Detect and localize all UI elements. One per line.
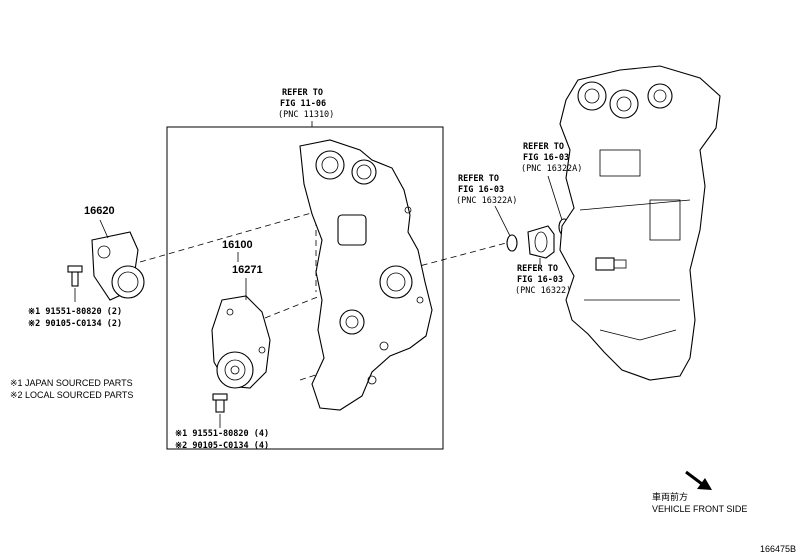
ref-timing-cover-line3: (PNC 11310) [278,110,335,120]
ref-timing-cover-line1: REFER TO [282,88,323,98]
engine-block-drawing [559,65,721,381]
dash-line-inlet [411,241,511,269]
ref-right-16322a-line3: (PNC 16322A) [521,164,583,174]
part-number-tensioner[interactable]: 16620 [84,205,115,217]
bolt-tensioner-1[interactable]: ※1 91551-80820 (2) [28,307,123,317]
leader-right-ref [547,175,563,221]
ref-timing-cover-line2: FIG 11-06 [280,99,327,109]
timing-chain-cover-drawing [299,139,433,411]
bolt-tensioner-2[interactable]: ※2 90105-C0134 (2) [28,319,123,329]
part-number-water-pump-assy[interactable]: 16100 [222,239,253,251]
part-number-water-pump[interactable]: 16271 [232,264,263,276]
direction-jp: 車両前方 [652,492,689,502]
figure-id: 166475B [760,544,797,554]
ref-16322-line3: (PNC 16322) [515,286,572,296]
ref-left-16322a-line2: FIG 16-03 [458,185,505,195]
ref-16322-line2: FIG 16-03 [517,275,564,285]
legend-japan-sourced: ※1 JAPAN SOURCED PARTS [10,378,133,388]
ref-right-16322a-line2: FIG 16-03 [523,153,570,163]
ref-left-16322a-line1: REFER TO [458,174,499,184]
belt-tensioner-drawing [67,231,145,301]
legend-local-sourced: ※2 LOCAL SOURCED PARTS [10,390,134,400]
water-inlet-drawing [506,218,570,259]
leader-16620 [99,219,109,239]
dash-line-tensioner [139,209,323,263]
ref-left-16322a-line3: (PNC 16322A) [456,196,518,206]
group-frame [166,126,444,450]
ref-right-16322a-line1: REFER TO [523,142,564,152]
leader-left-ref [494,205,511,237]
ref-16322-line1: REFER TO [517,264,558,274]
bolt-pump-2[interactable]: ※2 90105-C0134 (4) [175,441,270,451]
water-pump-drawing [211,295,271,413]
direction-en: VEHICLE FRONT SIDE [652,504,748,514]
bolt-pump-1[interactable]: ※1 91551-80820 (4) [175,429,270,439]
vehicle-front-arrow-icon [685,470,712,490]
